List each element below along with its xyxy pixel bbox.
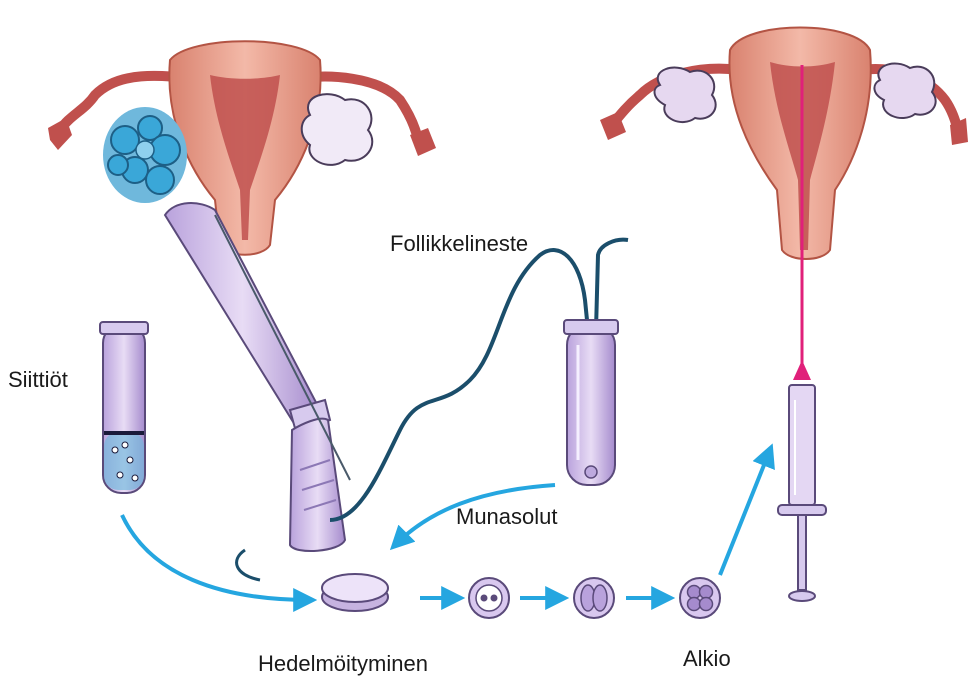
follicle-tube bbox=[564, 320, 618, 485]
syringe bbox=[778, 385, 826, 601]
four-cell-embryo bbox=[680, 578, 720, 618]
label-hedelmoityminen: Hedelmöityminen bbox=[258, 653, 428, 675]
aspiration-tube bbox=[330, 250, 588, 520]
arrow-embryo-to-syringe bbox=[720, 450, 770, 575]
sperm-tube bbox=[100, 322, 148, 493]
ovary-right-right-uterus bbox=[874, 64, 935, 119]
stimulated-ovary bbox=[103, 107, 187, 203]
process-arrows bbox=[122, 450, 770, 600]
ovary-left-right-uterus bbox=[655, 68, 716, 123]
zygote-cell bbox=[469, 578, 509, 618]
label-alkio: Alkio bbox=[683, 648, 731, 670]
ovary-right-left-uterus bbox=[302, 94, 373, 165]
left-uterus bbox=[48, 41, 436, 255]
label-follikkelineste: Follikkelineste bbox=[390, 233, 528, 255]
culture-dish bbox=[322, 574, 388, 611]
two-cell-embryo bbox=[574, 578, 614, 618]
ultrasound-probe bbox=[165, 203, 350, 551]
arrow-sperm-to-dish bbox=[122, 515, 310, 600]
aspiration-tube-exit bbox=[596, 240, 628, 330]
label-siittiot: Siittiöt bbox=[8, 369, 68, 391]
right-uterus bbox=[600, 28, 968, 260]
label-munasolut: Munasolut bbox=[456, 506, 558, 528]
probe-cable bbox=[237, 550, 260, 580]
